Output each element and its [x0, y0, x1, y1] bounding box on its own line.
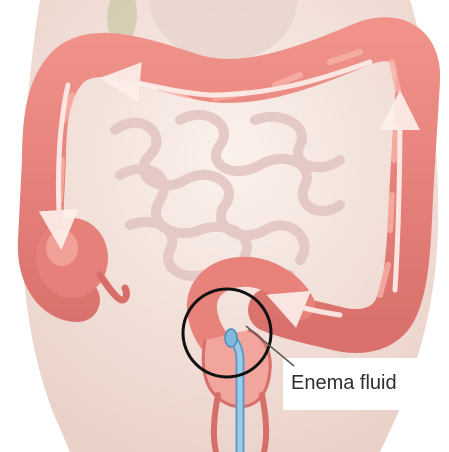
- cecum-highlight: [46, 230, 78, 266]
- enema-fluid-label: Enema fluid: [291, 372, 397, 394]
